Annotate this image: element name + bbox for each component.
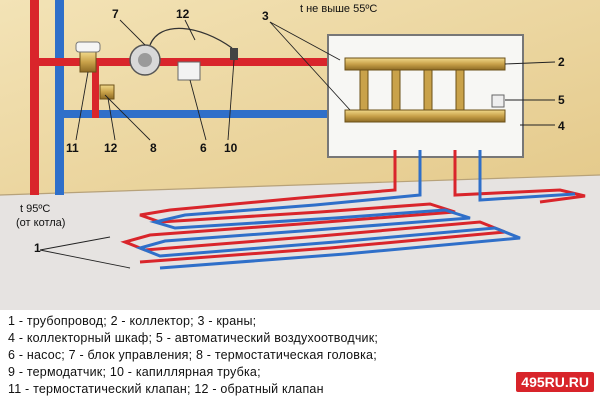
callout-7: 6 [200, 141, 207, 155]
legend-line-2: 4 - коллекторный шкаф; 5 - автоматически… [8, 331, 379, 345]
callout-8: 8 [150, 141, 157, 155]
floor-heating-loops-right [453, 150, 586, 204]
boiler-source-note: (от котла) [16, 217, 65, 229]
callout-4: 4 [558, 119, 565, 133]
callout-6: 7 [112, 7, 119, 21]
legend-line-5: 11 - термостатический клапан; 12 - обрат… [8, 382, 324, 396]
callout-3: 3 [262, 9, 269, 23]
boiler-temp-note: t 95ºС [20, 203, 50, 215]
air-vent [491, 94, 505, 108]
supply-collector [344, 57, 506, 71]
legend-line-1: 1 - трубопровод; 2 - коллектор; 3 - кран… [8, 314, 257, 328]
callout-2: 2 [558, 55, 565, 69]
legend: 1 - трубопровод; 2 - коллектор; 3 - кран… [0, 310, 600, 400]
return-riser [55, 0, 64, 195]
return-collector [344, 109, 506, 123]
floor-heating-loops [120, 150, 521, 270]
return-line [64, 110, 339, 118]
callout-10: 12 [176, 7, 190, 21]
supply-temp-note: t не выше 55ºС [300, 3, 377, 15]
capillary-tube [149, 27, 233, 49]
legend-line-4: 9 - термодатчик; 10 - капиллярная трубка… [8, 365, 261, 379]
floor [0, 175, 600, 310]
callout-9: 10 [224, 141, 238, 155]
supply-riser [30, 0, 39, 195]
pump [129, 44, 161, 76]
bypass-pipe [92, 66, 99, 118]
legend-line-3: 6 - насос; 7 - блок управления; 8 - терм… [8, 348, 377, 362]
floor-edge [0, 174, 600, 196]
check-valve [99, 84, 115, 100]
thermostatic-valve [75, 41, 101, 73]
collector-ports [359, 69, 465, 111]
callout-1: 1 [34, 241, 41, 255]
control-unit [177, 61, 201, 81]
callout-11: 11 [66, 141, 79, 155]
callout-lines [39, 19, 556, 269]
thermosensor [230, 48, 238, 60]
site-watermark: 495RU.RU [516, 372, 594, 392]
callout-12: 12 [104, 141, 118, 155]
callout-5: 5 [558, 93, 565, 107]
heating-scheme-diagram: 7 12 3 t не выше 55ºС 2 5 4 11 12 8 6 10… [0, 0, 600, 310]
